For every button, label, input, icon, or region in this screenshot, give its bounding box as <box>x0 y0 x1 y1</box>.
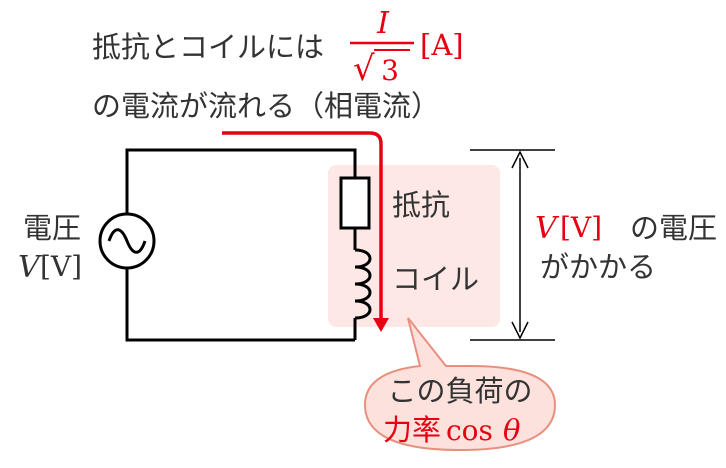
callout-bubble <box>363 317 557 452</box>
current-arrow <box>222 131 383 322</box>
coil-icon <box>354 248 372 320</box>
callout-line2-symbol: θ <box>503 413 520 447</box>
fraction-numerator: I <box>376 6 390 41</box>
voltage-note-line2: がかかる <box>540 250 656 284</box>
fraction-root-sign: √ <box>353 49 375 89</box>
source-label: 電圧 <box>23 211 81 245</box>
resistor-label: 抵抗 <box>392 188 450 222</box>
voltage-note-symbol: V <box>535 211 560 246</box>
fraction-denominator: 3 <box>381 54 399 87</box>
coil-label: コイル <box>392 262 479 296</box>
voltage-arrow-up <box>511 150 529 169</box>
resistor-icon <box>339 176 371 230</box>
load-highlight-box <box>328 165 500 327</box>
callout-line2-prefix: 力率 <box>383 413 441 447</box>
fraction-unit: [A] <box>420 28 464 62</box>
source-unit: [V] <box>40 250 82 283</box>
header-line2: の電流が流れる（相電流） <box>92 89 440 123</box>
current-arrow-head <box>373 318 389 332</box>
callout-line1: この負荷の <box>387 374 532 408</box>
source-symbol: V <box>18 250 43 285</box>
current-fraction: I √ 3 [A] <box>350 6 464 89</box>
circuit-wires <box>125 148 357 342</box>
callout-line2-func: cos <box>446 414 493 447</box>
ac-source-icon <box>98 212 156 270</box>
voltage-note-unit: [V] <box>560 211 602 244</box>
voltage-span <box>470 149 555 341</box>
callout-line2: 力率 cos θ <box>383 413 520 447</box>
voltage-note-suffix: の電圧 <box>630 211 717 245</box>
header-line1-prefix: 抵抗とコイルには <box>92 30 324 64</box>
voltage-arrow-down <box>511 321 529 340</box>
